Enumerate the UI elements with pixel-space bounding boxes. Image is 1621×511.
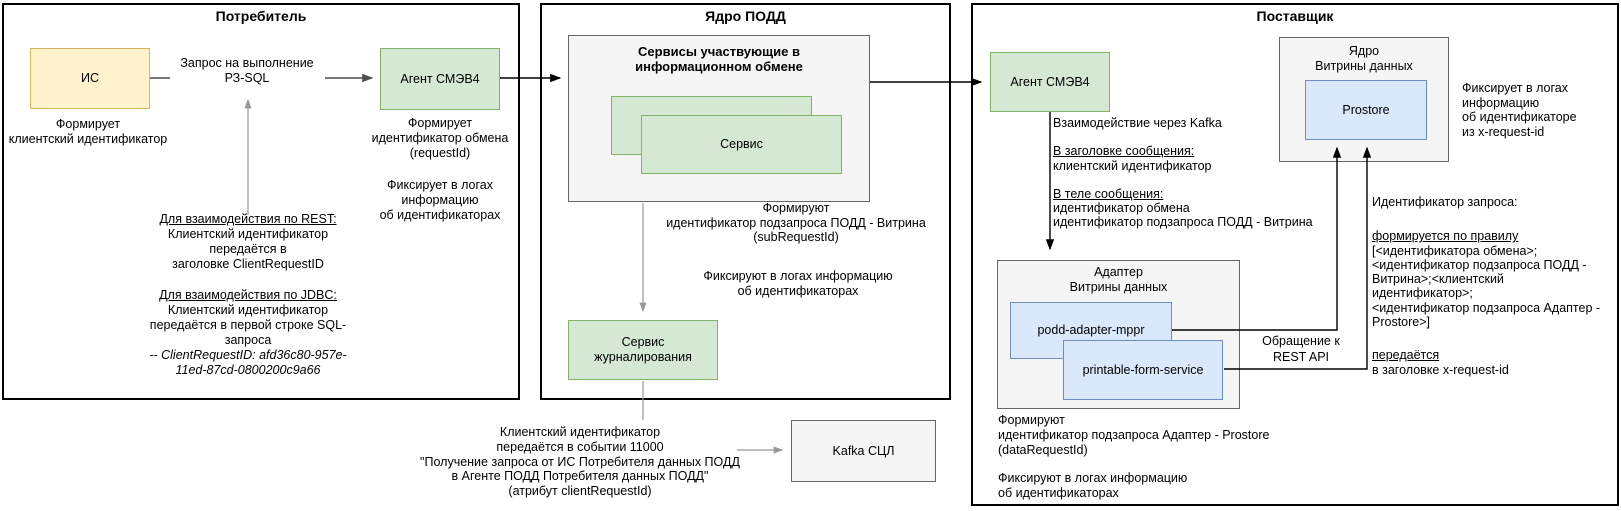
prostore-label: Prostore [1342,102,1390,117]
prostore-caption: Фиксирует в логах информацию об идентифи… [1462,81,1577,139]
service-label: Сервис [720,137,763,151]
consumer-section-title: Потребитель [215,8,307,24]
datamart-adapter-title: Адаптер Витрины данных [1069,265,1168,294]
msg-body-body: идентификатор обмена идентификатор подза… [1053,201,1313,230]
printable-form-service-box: printable-form-service [1063,340,1223,400]
consumer-smev4-agent-label: Агент СМЭВ4 [400,71,480,86]
jdbc-note-heading: Для взаимодействия по JDBC: [159,288,337,302]
kafka-scl-label: Kafka СЦЛ [832,443,895,458]
rest-api-label: Обращение к REST API [1262,334,1340,364]
consumer-agent-caption-1: Формирует идентификатор обмена (requestI… [371,116,509,160]
msg-body-heading: В теле сообщения: [1053,186,1164,201]
msg-header-heading: В заголовке сообщения: [1053,144,1195,159]
adapter-caption-1: Формируют идентификатор подзапроса Адапт… [998,413,1270,457]
is-system-label: ИС [80,71,99,85]
services-container-title: Сервисы участвующие в информационном обм… [635,44,803,74]
consumer-section-frame [2,3,520,400]
provider-smev4-agent-label: Агент СМЭВ4 [1010,74,1090,89]
rule-heading: формируется по правилу [1372,229,1519,244]
request-id-title: Идентификатор запроса: [1372,195,1518,209]
msg-header-body: клиентский идентификатор [1053,158,1212,173]
adapter-caption-2: Фиксируют в логах информацию об идентифи… [998,471,1188,500]
passed-heading: передаётся [1372,348,1440,363]
datamart-core-title: Ядро Витрины данных [1315,44,1413,73]
is-system-box: ИС [30,48,150,109]
core-caption-1: Формируют идентификатор подзапроса ПОДД … [666,201,926,244]
provider-smev4-agent-box: Агент СМЭВ4 [990,52,1110,112]
core-caption-2: Фиксируют в логах информацию об идентифи… [703,269,893,298]
core-section-frame [540,3,951,400]
core-section-title: Ядро ПОДД [705,8,786,24]
jdbc-note-comment: -- ClientRequestID: afd36c80-957e- 11ed-… [149,348,347,377]
jdbc-note-body: Клиентский идентификатор передаётся в пе… [149,303,347,347]
journal-service-box: Сервис журналирования [568,320,718,380]
prostore-box: Prostore [1305,80,1427,140]
rest-note-body: Клиентский идентификатор передаётся в за… [167,227,329,271]
provider-kafka-note: Взаимодействие через Kafka В заголовке с… [1053,116,1313,230]
arrow-mppr-to-prostore [1172,146,1342,331]
provider-section-frame [971,3,1619,506]
kafka-scl-box: Kafka СЦЛ [791,420,936,482]
consumer-smev4-agent-box: Агент СМЭВ4 [380,48,500,110]
passed-body: в заголовке x-request-id [1372,362,1509,377]
event-note: Клиентский идентификатор передаётся в со… [420,425,740,499]
consumer-agent-caption-2: Фиксирует в логах информацию об идентифи… [379,178,501,222]
journal-service-label: Сервис журналирования [594,335,692,364]
request-id-note: Идентификатор запроса: формируется по пр… [1372,195,1608,377]
podd-adapter-mppr-label: podd-adapter-mppr [1037,323,1145,337]
provider-section-title: Поставщик [1256,8,1334,24]
rest-note-heading: Для взаимодействия по REST: [159,212,337,226]
is-caption: Формирует клиентский идентификатор [8,117,168,146]
printable-form-service-label: printable-form-service [1082,362,1204,377]
service-box-front: Сервис [641,115,842,174]
consumer-note-block: Для взаимодействия по REST: Клиентский и… [128,212,368,378]
kafka-interaction-line: Взаимодействие через Kafka [1053,116,1222,130]
rule-body: [<идентификатора обмена>; <идентификатор… [1372,243,1601,330]
request-arrow-label: Запрос на выполнение РЗ-SQL [170,56,324,86]
arrow-pfs-to-prostore [1224,146,1372,370]
